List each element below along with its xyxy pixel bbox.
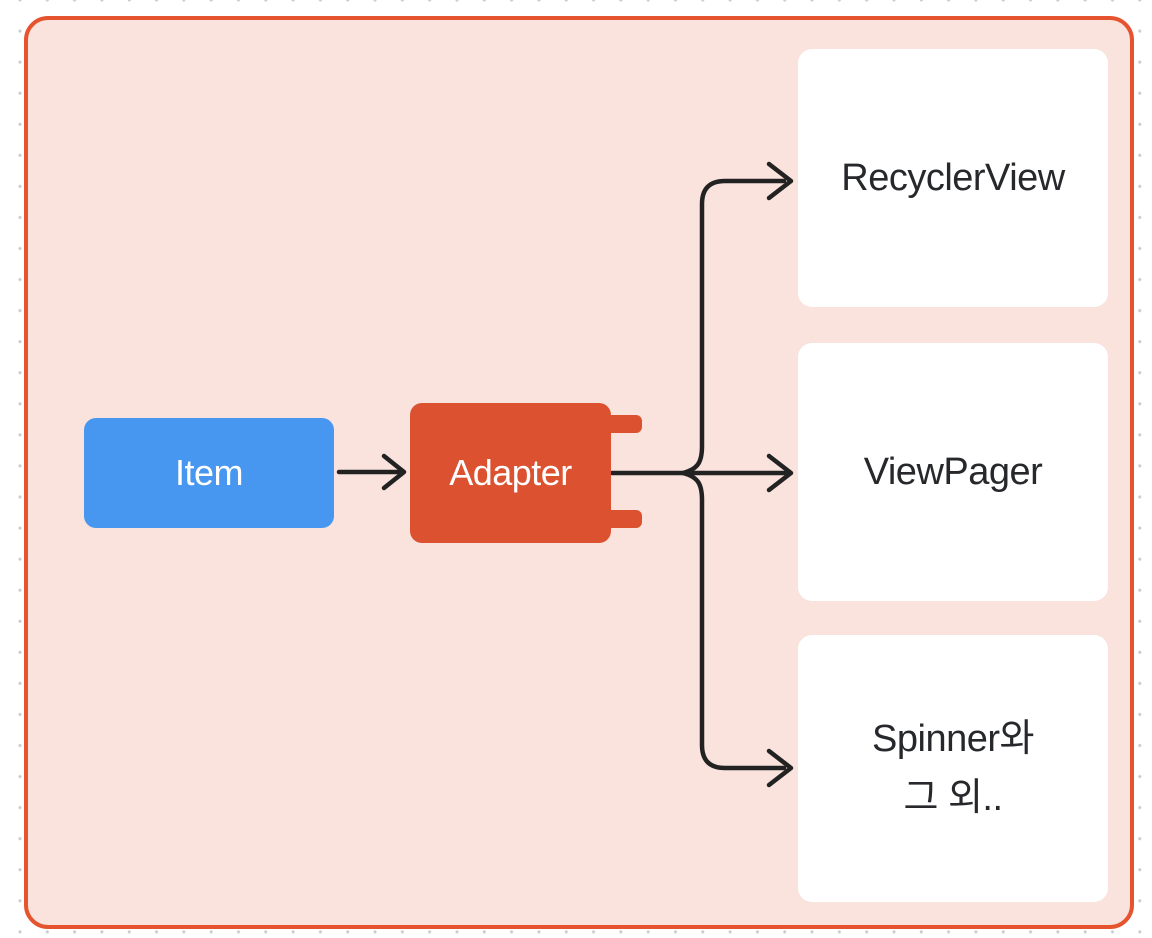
adapter-prong-bottom <box>605 510 642 528</box>
node-viewpager: ViewPager <box>798 343 1108 601</box>
adapter-prong-top <box>605 415 642 433</box>
node-adapter: Adapter <box>410 403 642 543</box>
node-spinner-label-line1: Spinner와 <box>872 717 1034 760</box>
node-adapter-label: Adapter <box>449 452 572 493</box>
node-spinner-etc: Spinner와 그 외.. <box>798 635 1108 902</box>
node-item-label: Item <box>174 452 244 493</box>
node-spinner-label-line2: 그 외.. <box>903 776 1003 819</box>
node-viewpager-label: ViewPager <box>863 450 1043 493</box>
node-recyclerview: RecyclerView <box>798 49 1108 307</box>
node-recyclerview-label: RecyclerView <box>841 156 1065 199</box>
node-item: Item <box>84 418 334 528</box>
